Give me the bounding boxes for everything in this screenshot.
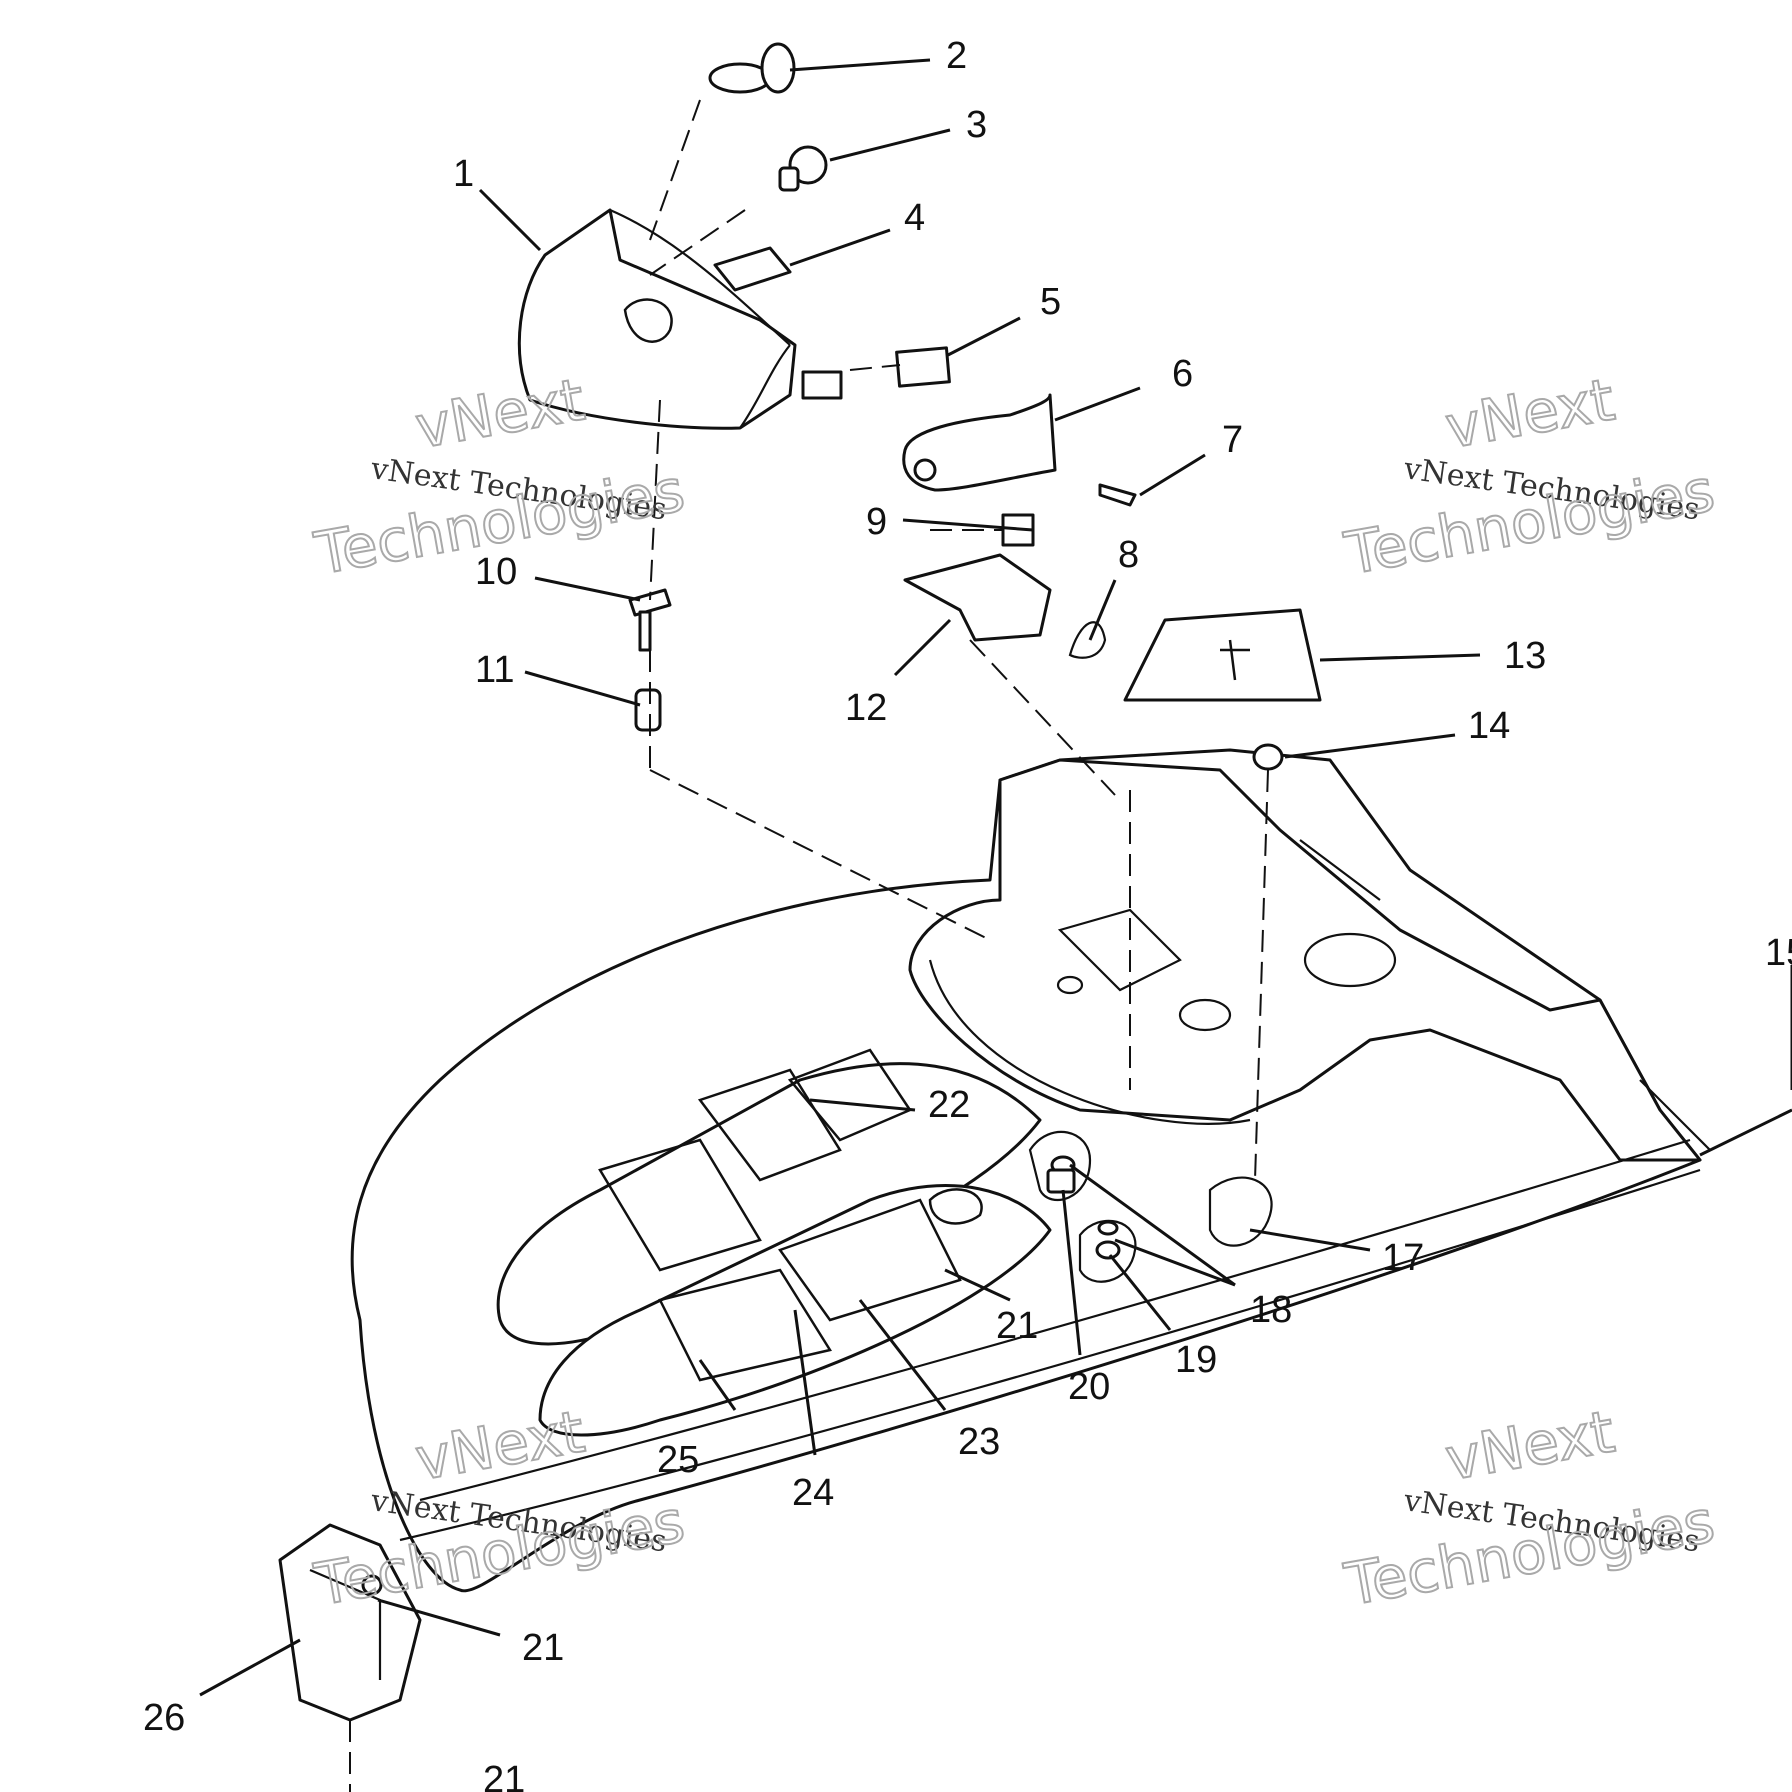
grommet xyxy=(1252,743,1284,771)
callout-9: 9 xyxy=(866,501,887,543)
callout-26: 26 xyxy=(143,1697,185,1739)
adjust-plate xyxy=(895,346,951,388)
callout-17: 17 xyxy=(1382,1237,1424,1279)
spring-clip xyxy=(1068,621,1107,659)
callout-21-upper: 21 xyxy=(996,1305,1038,1347)
mount-bracket xyxy=(902,393,1057,492)
callout-10: 10 xyxy=(475,551,517,593)
callout-2: 2 xyxy=(946,35,967,77)
callout-20: 20 xyxy=(1068,1366,1110,1408)
bumper-bracket xyxy=(278,1523,422,1722)
callout-4: 4 xyxy=(904,197,925,239)
callout-5: 5 xyxy=(1040,281,1061,323)
watermark-text-big: vNext xyxy=(1441,365,1620,461)
callout-21-lower: 21 xyxy=(522,1627,564,1669)
callout-14: 14 xyxy=(1468,705,1510,747)
bulb-socket xyxy=(778,145,828,192)
callout-15: 15 xyxy=(1765,932,1792,974)
hood-body xyxy=(350,748,1711,1593)
watermark-bottom-right: vNext Technologies vNext Technologies xyxy=(1339,1396,1721,1620)
headlight-housing xyxy=(517,208,843,430)
adjust-knob xyxy=(628,588,672,652)
watermark-text-big: vNext xyxy=(1441,1397,1620,1493)
instrument-cover xyxy=(1123,608,1322,702)
screw xyxy=(1098,483,1137,507)
pivot-bracket xyxy=(903,553,1052,642)
callout-21-bottom: 21 xyxy=(483,1759,525,1792)
callout-22: 22 xyxy=(928,1084,970,1126)
watermark-text-big: vNext xyxy=(411,365,590,461)
callout-8: 8 xyxy=(1118,534,1139,576)
callout-18: 18 xyxy=(1250,1289,1292,1331)
assembly-lines xyxy=(349,99,1269,1792)
callout-1: 1 xyxy=(453,153,474,195)
callout-24: 24 xyxy=(792,1472,834,1514)
headlight-bulb xyxy=(708,42,796,94)
callout-7: 7 xyxy=(1222,419,1243,461)
callout-11: 11 xyxy=(475,649,514,691)
callout-19: 19 xyxy=(1175,1339,1217,1381)
callout-23: 23 xyxy=(958,1421,1000,1463)
callout-13: 13 xyxy=(1504,635,1546,677)
callout-3: 3 xyxy=(966,104,987,146)
watermark-top-right: vNext Technologies vNext Technologies xyxy=(1339,364,1721,589)
callout-6: 6 xyxy=(1172,353,1193,395)
leader-lines xyxy=(199,58,1792,1697)
lamp-clip xyxy=(713,246,792,292)
callout-12: 12 xyxy=(845,687,887,729)
callout-numbers: 1 2 3 4 5 6 7 8 9 10 11 12 13 14 15 17 1… xyxy=(143,35,1792,1792)
callout-25: 25 xyxy=(657,1439,699,1481)
spring xyxy=(634,688,662,732)
